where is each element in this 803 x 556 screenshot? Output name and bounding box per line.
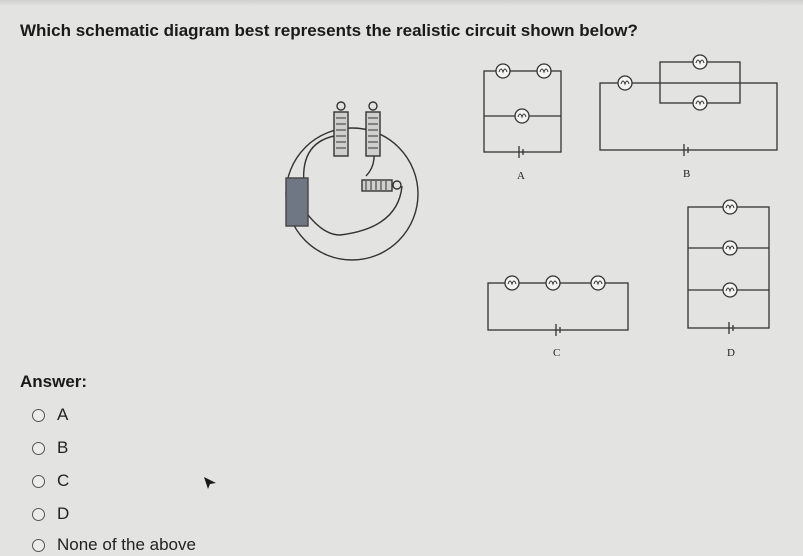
- option-b-label: B: [57, 438, 69, 457]
- top-edge: [0, 0, 803, 6]
- option-a[interactable]: A: [32, 404, 68, 426]
- diagram-d: D: [687, 199, 770, 359]
- option-d[interactable]: D: [32, 503, 69, 525]
- radio-d[interactable]: [32, 507, 45, 521]
- option-b[interactable]: B: [32, 437, 68, 459]
- circuit-figure: A B C: [285, 54, 778, 359]
- realistic-circuit: [285, 101, 419, 261]
- option-d-label: D: [57, 504, 70, 523]
- option-a-label: A: [57, 405, 69, 424]
- radio-c[interactable]: [32, 474, 45, 488]
- option-c-label: C: [57, 471, 70, 490]
- question-text: Which schematic diagram best represents …: [20, 21, 638, 40]
- diagram-c-label: C: [553, 347, 560, 359]
- option-c[interactable]: C: [32, 470, 69, 492]
- diagram-d-label: D: [727, 347, 735, 359]
- diagram-c: C: [487, 275, 629, 359]
- radio-b[interactable]: [32, 441, 45, 455]
- mouse-cursor-icon: [204, 477, 216, 489]
- option-none-label: None of the above: [57, 535, 196, 554]
- answer-heading: Answer:: [20, 372, 88, 391]
- diagram-a: A: [483, 63, 562, 182]
- diagram-b: B: [599, 54, 778, 180]
- diagram-a-label: A: [517, 170, 525, 182]
- option-none[interactable]: None of the above: [32, 534, 196, 556]
- radio-a[interactable]: [32, 408, 45, 422]
- diagram-b-label: B: [683, 168, 690, 180]
